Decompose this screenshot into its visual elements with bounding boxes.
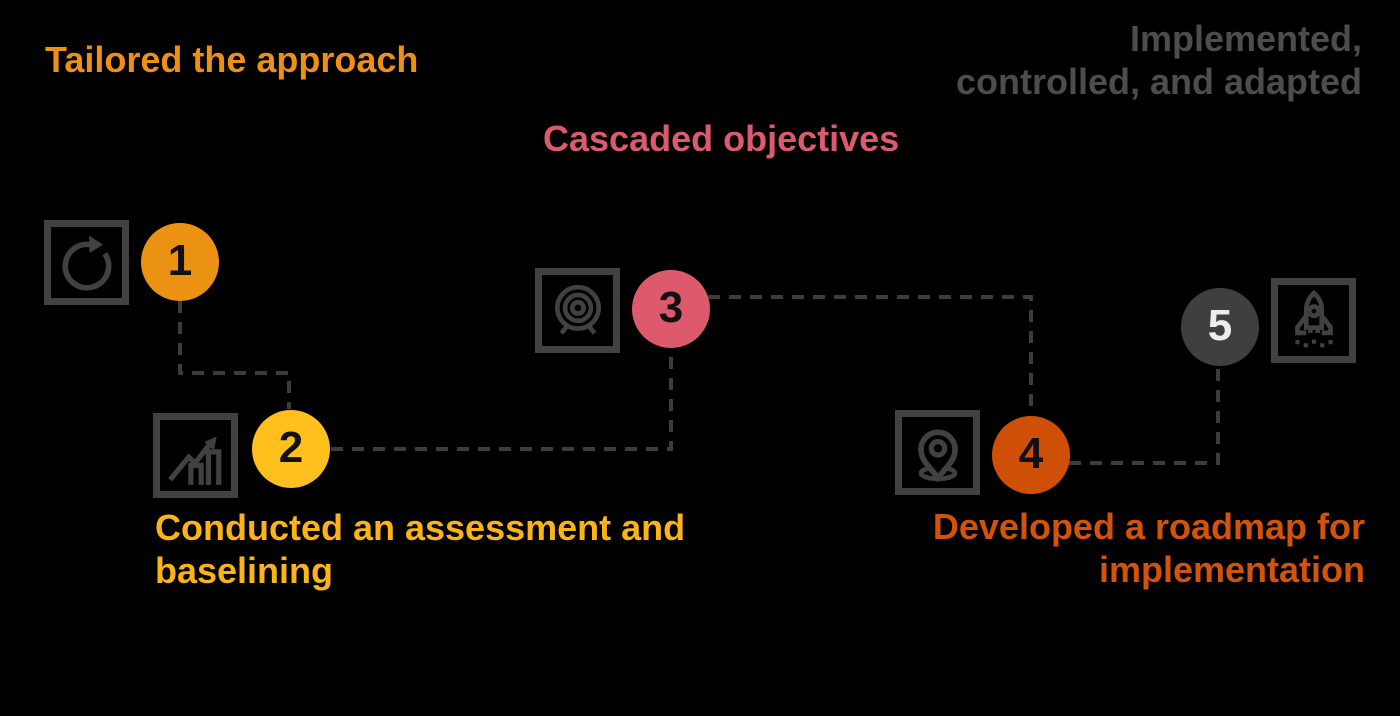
rocket-icon [1271, 278, 1356, 363]
step-3-label: Cascaded objectives [543, 117, 899, 160]
step-5-circle: 5 [1181, 288, 1259, 366]
step-3-number: 3 [658, 283, 684, 332]
connector-1-2 [178, 301, 291, 409]
connector-3-4 [708, 295, 1033, 415]
step-2-circle: 2 [252, 410, 330, 488]
step-1-circle: 1 [141, 223, 219, 301]
step-5-number: 5 [1207, 301, 1233, 350]
bar-chart-icon-glyph [167, 435, 221, 485]
refresh-icon-glyph [61, 235, 111, 291]
rocket-icon-glyph [1294, 289, 1333, 347]
step-5-label-line: Implemented, [1129, 18, 1362, 59]
step-2-label-line: baselining [155, 550, 334, 591]
step-2-label: Conducted an assessment and baselining [155, 506, 685, 592]
step-1-label: Tailored the approach [45, 38, 418, 81]
location-pin-icon-glyph [917, 429, 958, 482]
step-2-label-line: Conducted an assessment and [155, 507, 686, 548]
location-pin-icon [895, 410, 980, 495]
target-icon-glyph [554, 284, 601, 335]
target-icon [535, 268, 620, 353]
step-5-label: Implemented, controlled, and adapted [956, 17, 1362, 103]
bar-chart-icon [153, 413, 238, 498]
connector-4-5 [1069, 367, 1220, 465]
step-4-circle: 4 [992, 416, 1070, 494]
step-4-label: Developed a roadmap for implementation [933, 505, 1365, 591]
step-1-number: 1 [167, 236, 193, 285]
step-5-label-line: controlled, and adapted [955, 61, 1362, 102]
connector-2-3 [331, 349, 673, 451]
refresh-icon [44, 220, 129, 305]
step-4-label-line: Developed a roadmap for [932, 506, 1365, 547]
step-3-circle: 3 [632, 270, 710, 348]
step-3-label-line: Cascaded objectives [543, 118, 900, 159]
step-4-number: 4 [1018, 429, 1044, 478]
step-1-label-line: Tailored the approach [45, 39, 419, 80]
step-4-label-line: implementation [1098, 549, 1365, 590]
step-2-number: 2 [278, 423, 304, 472]
